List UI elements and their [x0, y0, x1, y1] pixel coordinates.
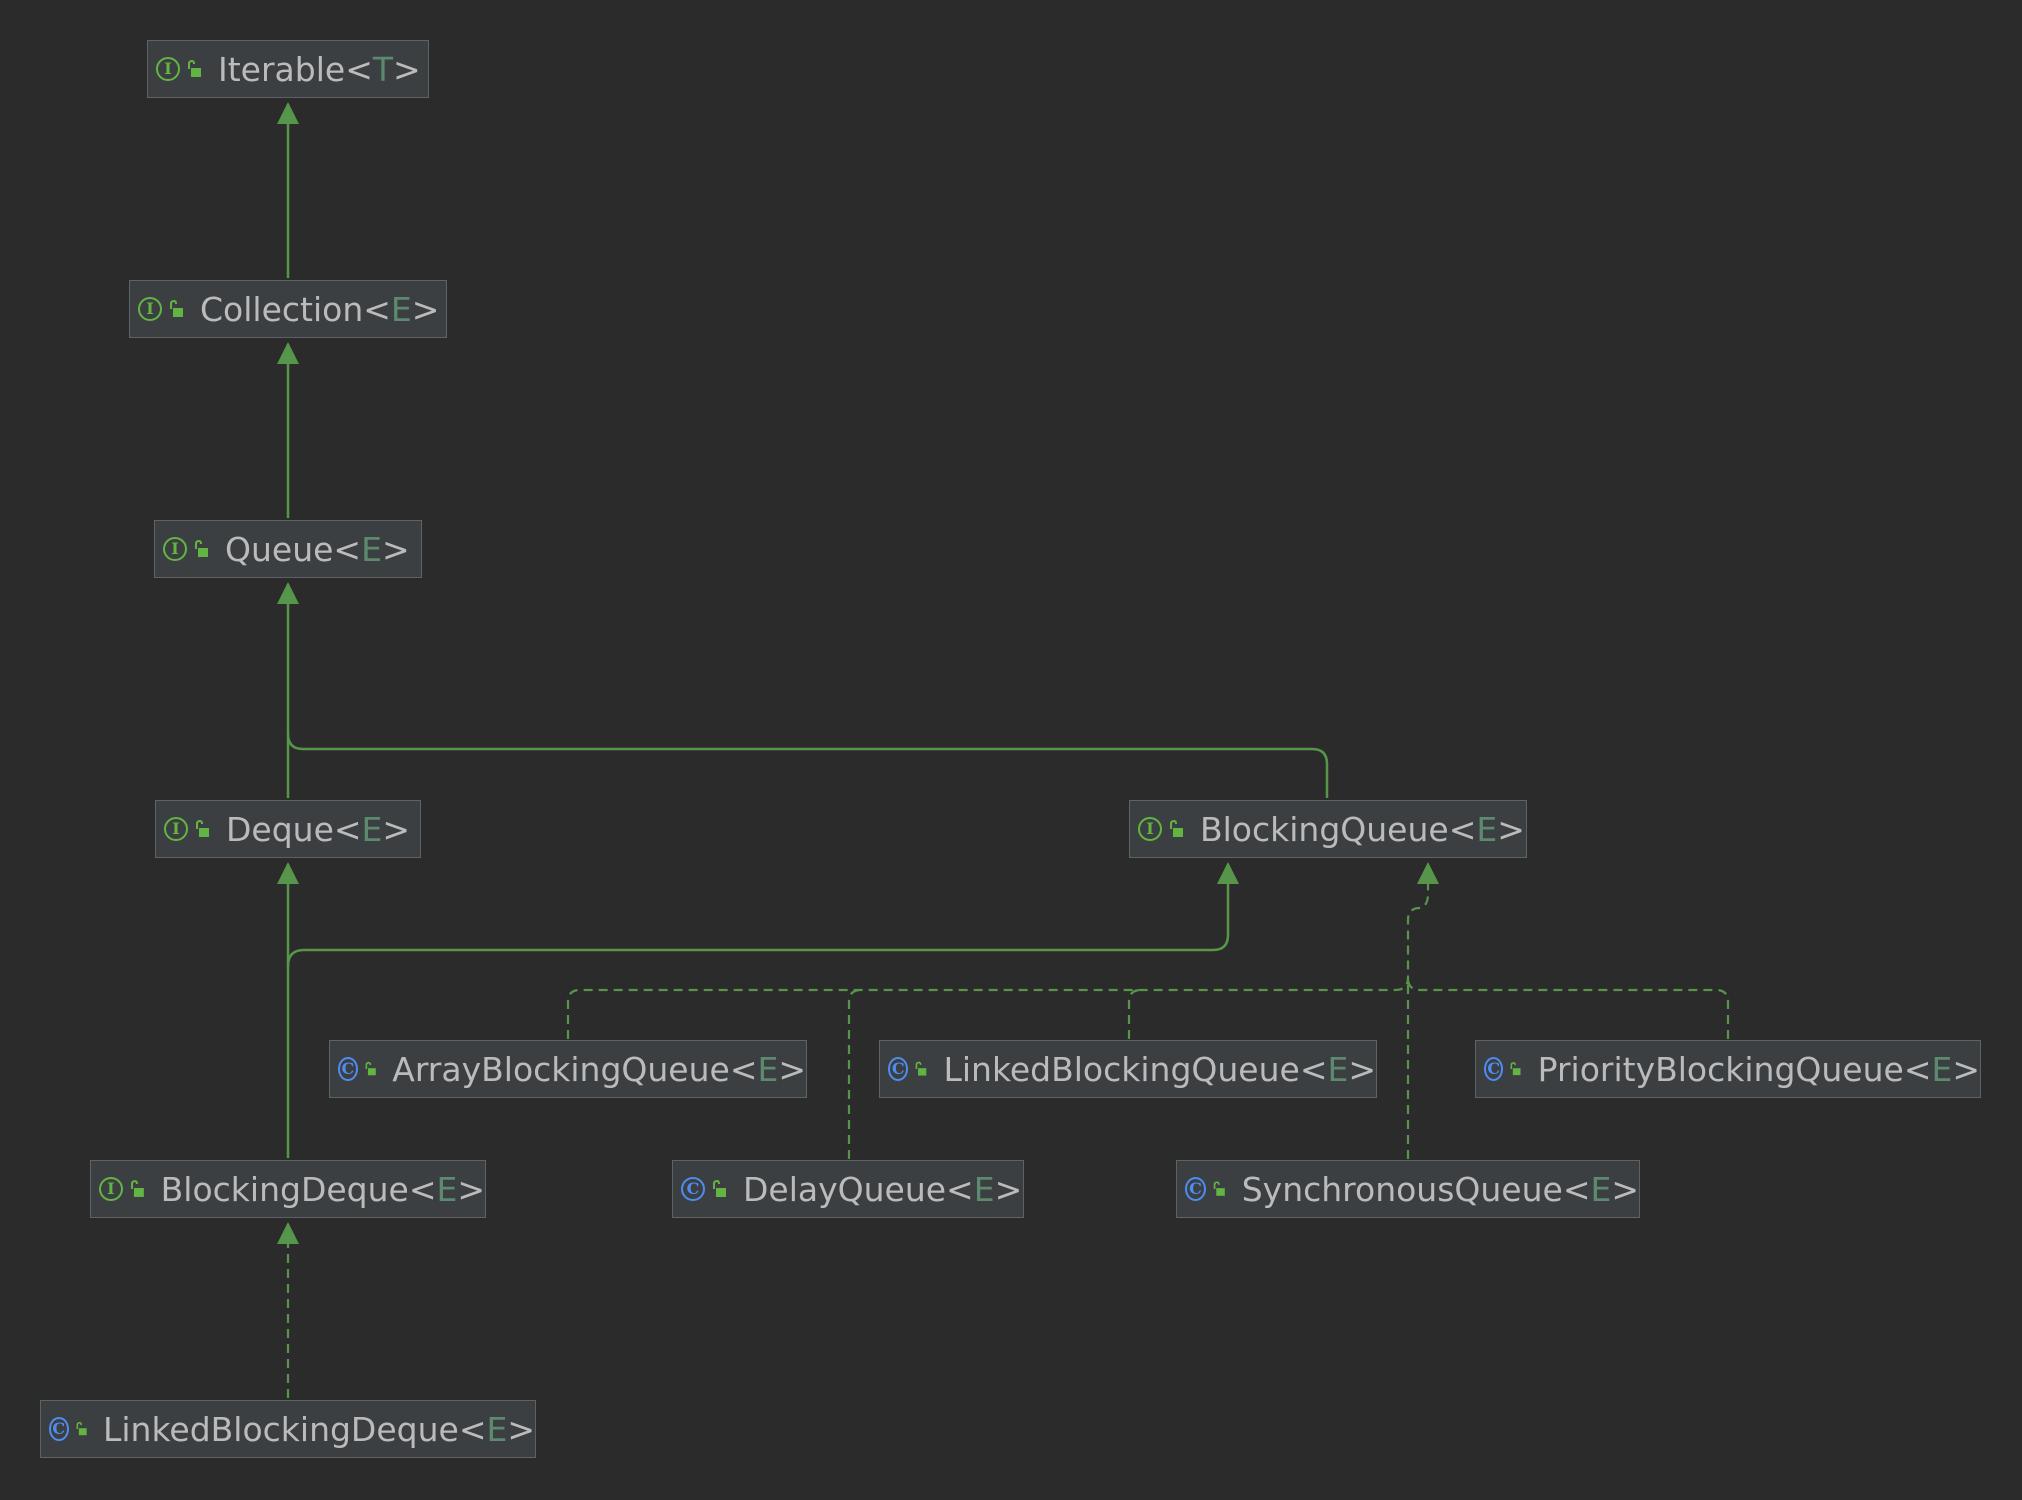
arrowhead-blockingqueue-left — [1217, 862, 1239, 884]
interface-icon: I — [138, 297, 162, 321]
node-priority-blocking-queue[interactable]: C PriorityBlockingQueue<E> — [1475, 1040, 1981, 1098]
interface-icon: I — [164, 817, 188, 841]
node-synchronous-queue[interactable]: C SynchronousQueue<E> — [1176, 1160, 1640, 1218]
arrowhead-blockingdeque — [277, 1222, 299, 1244]
public-access-icon — [196, 820, 209, 837]
public-access-icon — [76, 1422, 87, 1436]
node-label: Collection<E> — [200, 289, 440, 329]
class-icon: C — [1185, 1177, 1207, 1201]
node-label: SynchronousQueue<E> — [1241, 1169, 1639, 1209]
public-access-icon — [188, 60, 201, 77]
node-label: BlockingDeque<E> — [160, 1169, 485, 1209]
edge-arrayblockingqueue-blockingqueue — [566, 864, 1430, 1039]
public-access-icon — [713, 1180, 726, 1197]
arrowhead-blockingqueue-right — [1417, 862, 1439, 884]
node-array-blocking-queue[interactable]: C ArrayBlockingQueue<E> — [329, 1040, 807, 1098]
public-access-icon — [1213, 1181, 1225, 1196]
interface-icon: I — [99, 1177, 123, 1201]
interface-icon: I — [1138, 817, 1162, 841]
node-label: LinkedBlockingDeque<E> — [103, 1409, 535, 1449]
public-access-icon — [130, 1180, 144, 1197]
node-label: LinkedBlockingQueue<E> — [943, 1049, 1376, 1089]
edge-delayqueue-blockingqueue — [847, 988, 862, 1159]
class-icon: C — [49, 1417, 69, 1441]
node-label: Queue<E> — [225, 529, 410, 569]
arrowhead-queue — [277, 582, 299, 604]
node-label: Deque<E> — [226, 809, 411, 849]
edge-blockingqueue-queue — [286, 733, 1329, 798]
node-iterable[interactable]: I Iterable<T> — [147, 40, 429, 98]
edge-priorityblockingqueue-blockingqueue — [1406, 977, 1730, 1039]
arrowhead-iterable — [277, 102, 299, 124]
node-collection[interactable]: I Collection<E> — [129, 280, 447, 338]
node-blocking-queue[interactable]: I BlockingQueue<E> — [1129, 800, 1527, 858]
node-label: PriorityBlockingQueue<E> — [1537, 1049, 1980, 1089]
class-icon: C — [1484, 1057, 1504, 1081]
node-delay-queue[interactable]: C DelayQueue<E> — [672, 1160, 1024, 1218]
node-deque[interactable]: I Deque<E> — [155, 800, 421, 858]
edge-blockingdeque-blockingqueue — [286, 864, 1230, 967]
public-access-icon — [1170, 820, 1183, 837]
edge-linkedblockingqueue-blockingqueue — [1127, 988, 1142, 1039]
arrowhead-deque — [277, 862, 299, 884]
node-label: ArrayBlockingQueue<E> — [392, 1049, 806, 1089]
node-blocking-deque[interactable]: I BlockingDeque<E> — [90, 1160, 486, 1218]
node-linked-blocking-deque[interactable]: C LinkedBlockingDeque<E> — [40, 1400, 536, 1458]
public-access-icon — [170, 300, 183, 317]
node-queue[interactable]: I Queue<E> — [154, 520, 422, 578]
interface-icon: I — [163, 537, 187, 561]
class-icon: C — [888, 1057, 909, 1081]
node-label: BlockingQueue<E> — [1200, 809, 1525, 849]
node-label: Iterable<T> — [218, 49, 421, 89]
class-icon: C — [338, 1057, 358, 1081]
public-access-icon — [1510, 1062, 1521, 1076]
arrowhead-collection — [277, 342, 299, 364]
interface-icon: I — [156, 57, 180, 81]
public-access-icon — [916, 1061, 927, 1076]
class-icon: C — [681, 1177, 705, 1201]
public-access-icon — [365, 1061, 376, 1076]
public-access-icon — [195, 540, 208, 557]
node-label: DelayQueue<E> — [743, 1169, 1023, 1209]
node-linked-blocking-queue[interactable]: C LinkedBlockingQueue<E> — [879, 1040, 1377, 1098]
